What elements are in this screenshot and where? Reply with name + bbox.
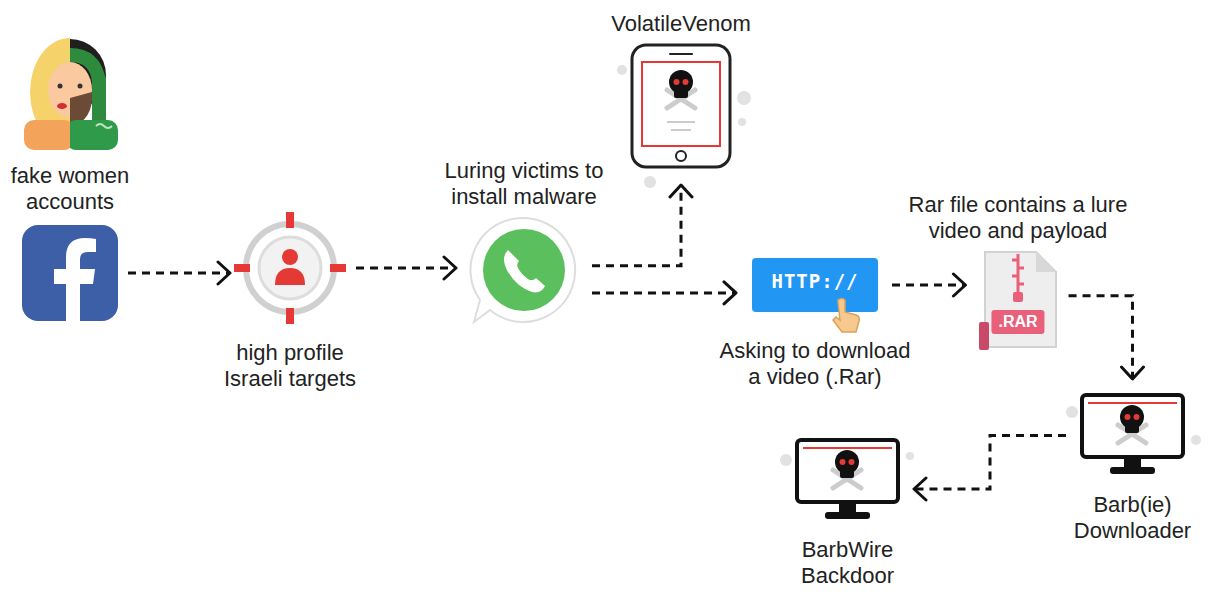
caption-text: BarbWire Backdoor <box>783 537 913 589</box>
facebook-logo <box>22 225 118 321</box>
backdoor-monitor <box>780 440 914 519</box>
caption-text: Asking to download a video (.Rar) <box>715 338 915 390</box>
http-link-button: HTTP://Asking to download a video (.Rar) <box>752 258 878 312</box>
caption-text: Luring victims to install malware <box>429 158 619 210</box>
backdoor-node: BarbWire Backdoor <box>795 438 900 523</box>
target-node: high profile Israeli targets <box>240 218 340 318</box>
rar-archive-node: .RARRar file contains a lure video and p… <box>979 252 1056 347</box>
caption-text: high profile Israeli targets <box>208 340 373 392</box>
flow-arrow <box>128 272 230 275</box>
target-icon <box>234 212 346 324</box>
whatsapp-node: Luring victims to install malware <box>472 218 576 322</box>
icon-label: HTTP:// <box>771 268 858 294</box>
phone-icon <box>617 45 751 188</box>
caption-text: Barb(ie) Downloader <box>1063 492 1203 544</box>
phone-malware-node: VolatileVenom <box>632 45 730 167</box>
flow-arrow <box>592 291 736 294</box>
downloader-monitor <box>1066 395 1201 474</box>
caption-text: VolatileVenom <box>591 11 771 37</box>
rar-file-icon <box>979 252 1056 350</box>
flow-arrow <box>914 436 1066 490</box>
icon-label: .RAR <box>991 310 1044 334</box>
flow-arrow <box>356 267 456 270</box>
caption-text: fake women accounts <box>5 163 135 215</box>
whatsapp-logo <box>470 218 575 322</box>
flow-arrow <box>1069 296 1133 379</box>
hand-cursor <box>833 299 859 333</box>
fake-account-avatar <box>24 38 118 150</box>
flow-arrow <box>892 284 965 287</box>
flow-arrow <box>592 185 681 266</box>
caption-text: Rar file contains a lure video and paylo… <box>904 192 1132 244</box>
facebook-account-node: fake women accounts <box>22 225 118 321</box>
downloader-node: Barb(ie) Downloader <box>1080 393 1185 478</box>
